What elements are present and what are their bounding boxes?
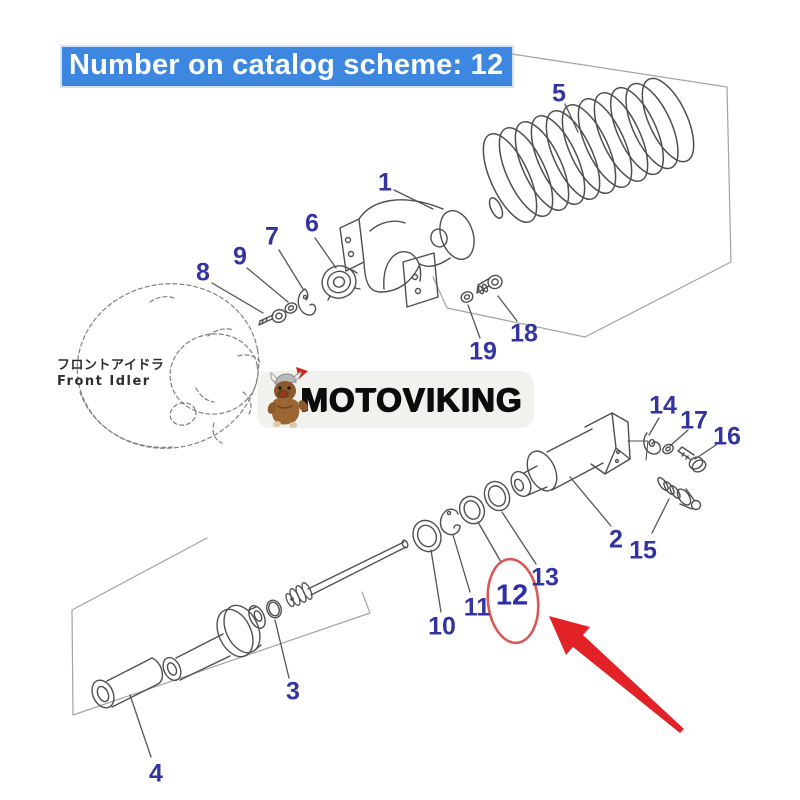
callout-3: 3 xyxy=(286,677,300,706)
callout-14: 14 xyxy=(649,391,677,420)
viking-dog-mascot-logo xyxy=(267,367,308,428)
nut-part6 xyxy=(321,265,361,301)
red-highlight-ellipse xyxy=(486,557,540,645)
front-idler-label-jp: フロントアイドラ xyxy=(57,358,165,373)
ring-part12 xyxy=(458,495,486,525)
watermark-pill: MOTOVIKING xyxy=(257,371,534,428)
washer-part9 xyxy=(284,302,298,314)
catalog-title: Number on catalog scheme: 12 xyxy=(62,47,513,86)
callout-15: 15 xyxy=(629,536,657,565)
sheet-outline-upper xyxy=(432,53,732,338)
brand-text: MOTOVIKING xyxy=(299,380,522,418)
front-idler-label: フロントアイドラ Front Idler xyxy=(57,354,164,389)
callout-19: 19 xyxy=(469,337,497,366)
coil-spring-part5 xyxy=(482,77,695,223)
callout-4: 4 xyxy=(149,759,163,788)
callout-11: 11 xyxy=(463,593,491,622)
clip-part7 xyxy=(297,288,317,316)
callout-2: 2 xyxy=(609,525,623,554)
sheet-outline-lower xyxy=(71,537,371,716)
rod-assembly xyxy=(285,539,409,608)
callout-1: 1 xyxy=(378,168,392,197)
oring-part3 xyxy=(266,599,282,619)
callout-13: 13 xyxy=(531,563,559,592)
callout-10: 10 xyxy=(428,612,456,641)
washer-part17 xyxy=(662,443,674,455)
callout-8: 8 xyxy=(196,258,210,287)
callout-17: 17 xyxy=(680,406,708,435)
callout-12-highlighted: 12 xyxy=(495,579,529,612)
leader-lines xyxy=(129,103,717,758)
snap-ring-part11 xyxy=(439,508,461,536)
bolt-part8 xyxy=(258,308,287,326)
ring-part13 xyxy=(483,480,511,512)
callout-5: 5 xyxy=(552,79,566,108)
front-idler-label-en: Front Idler xyxy=(57,374,151,389)
ring-part10 xyxy=(412,519,442,553)
callout-16: 16 xyxy=(713,422,741,451)
bushing-part4 xyxy=(91,657,164,709)
yoke-part1 xyxy=(339,199,475,308)
washer-part19 xyxy=(460,291,474,303)
callout-6: 6 xyxy=(305,209,319,238)
bolt-part18 xyxy=(476,274,503,295)
callout-18: 18 xyxy=(510,319,538,348)
grease-fitting-part15 xyxy=(657,476,702,511)
flanged-piston xyxy=(162,604,266,682)
bolt-part16 xyxy=(677,446,707,473)
red-arrow xyxy=(549,616,684,733)
callout-9: 9 xyxy=(233,242,247,271)
cylinder-part2 xyxy=(510,412,649,498)
callout-7: 7 xyxy=(265,222,279,251)
front-idler-ghost xyxy=(76,283,261,449)
clip-part14 xyxy=(643,432,662,455)
